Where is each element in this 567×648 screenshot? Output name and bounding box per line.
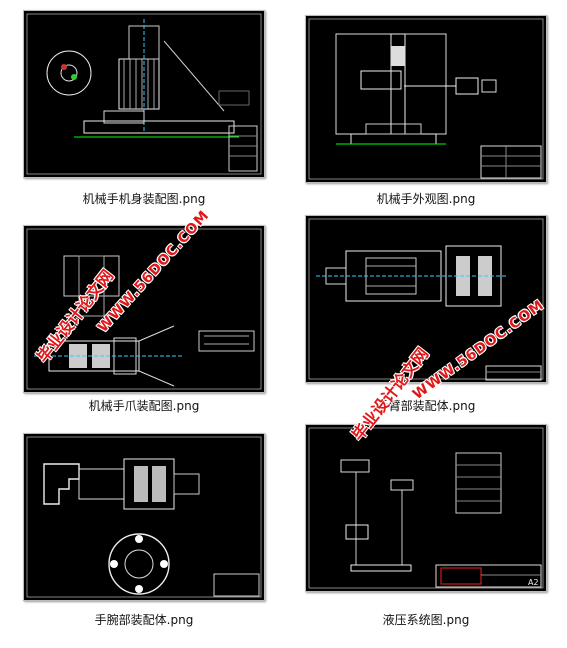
cad-drawing-image <box>308 218 544 381</box>
file-caption: 手腕部装配体.png <box>94 613 194 627</box>
sheet-size-label: A2 <box>528 578 539 587</box>
file-caption: 手臂部装配体.png <box>376 399 476 413</box>
cad-drawing-image: A2 <box>308 427 544 589</box>
thumbnail-hydraulic-system[interactable]: A2 <box>305 424 547 592</box>
file-caption: 机械手外观图.png <box>376 192 476 206</box>
file-caption: 机械手爪装配图.png <box>88 399 200 413</box>
thumbnail-gripper-assembly[interactable] <box>23 225 265 393</box>
cad-drawing-image <box>26 436 262 598</box>
thumbnail-arm-assembly[interactable] <box>305 215 547 383</box>
cad-drawing-image <box>26 13 262 175</box>
thumbnail-wrist-assembly[interactable] <box>23 433 265 601</box>
file-caption: 液压系统图.png <box>382 613 470 627</box>
thumbnail-exterior-view[interactable] <box>305 15 547 183</box>
thumbnail-body-assembly[interactable] <box>23 10 265 178</box>
cad-drawing-image <box>26 228 262 390</box>
file-caption: 机械手机身装配图.png <box>82 192 206 206</box>
cad-drawing-image <box>308 18 544 180</box>
